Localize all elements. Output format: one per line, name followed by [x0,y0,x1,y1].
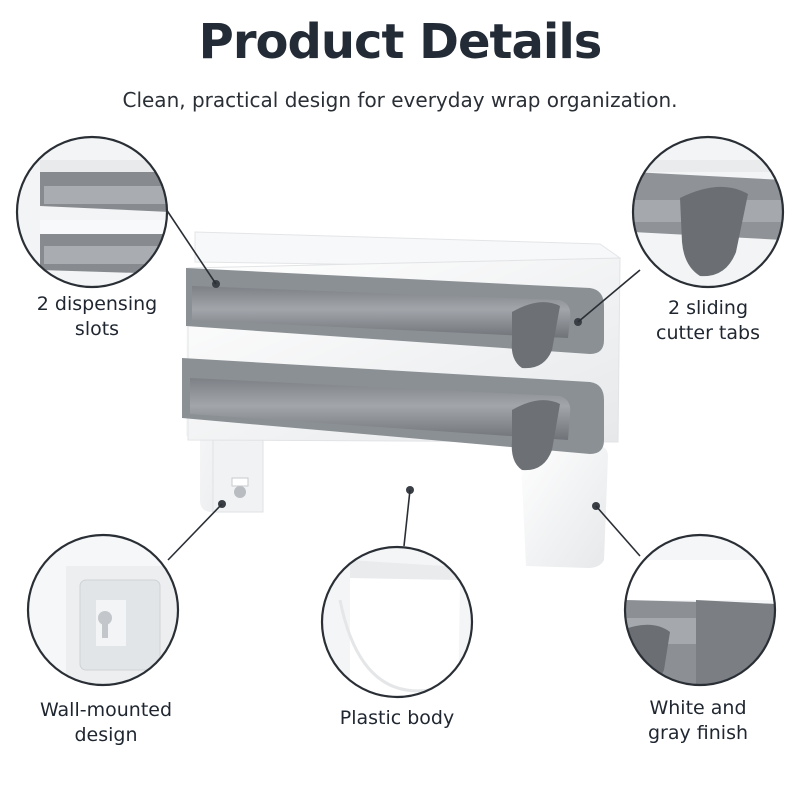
callout-finish [623,533,777,687]
feature-label-line1: 2 dispensing [36,293,158,315]
cutter-tab-bottom [511,400,560,471]
feature-label-line1: Wall-mounted [39,699,173,721]
feature-label-line1: White and [649,697,747,719]
feature-label-line1: Plastic body [339,707,455,729]
feature-label-line1: 2 sliding [667,297,749,319]
cutter-tab-top [511,302,560,369]
feature-label-line2: design [74,724,138,746]
callout-cutter-tabs [631,135,785,289]
wrap-dispenser [182,231,621,568]
right-leg [520,440,608,568]
feature-label-cutter-tabs: 2 sliding cutter tabs [618,296,798,346]
feature-label-finish: White and gray finish [608,696,788,746]
callout-dispensing-slots [15,135,169,289]
page-subtitle: Clean, practical design for everyday wra… [122,88,678,112]
feature-label-line2: cutter tabs [656,322,760,344]
feature-label-line2: slots [74,318,120,340]
feature-label-plastic-body: Plastic body [307,706,487,731]
page-title: Product Details [198,14,603,70]
callout-plastic-body [320,545,474,699]
callout-wall-mount [26,533,180,687]
callout-lines [159,199,641,561]
feature-label-wall-mounted: Wall-mounted design [16,698,196,748]
feature-label-dispensing-slots: 2 dispensing slots [12,292,182,342]
feature-label-line2: gray finish [647,722,749,744]
